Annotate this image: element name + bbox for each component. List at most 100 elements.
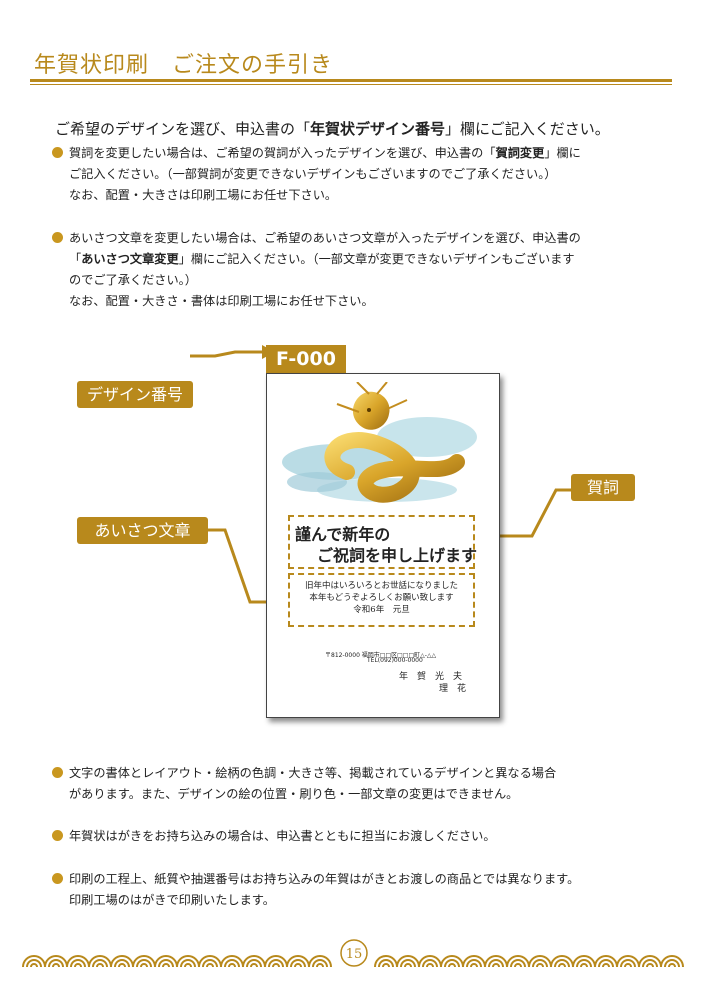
para2-line2c: 」欄にご記入ください。（一部文章が変更できないデザインもございます bbox=[178, 252, 575, 266]
greeting-arrow bbox=[205, 528, 275, 604]
note1-line2: があります。また、デザインの絵の位置・刷り色・一部文章の変更はできません。 bbox=[69, 787, 519, 801]
gashi-instructions: 賀詞を変更したい場合は、ご希望の賀詞が入ったデザインを選び、申込書の「賀詞変更」… bbox=[52, 143, 672, 206]
wave-arc bbox=[74, 963, 82, 968]
wave-arc bbox=[602, 963, 610, 968]
wave-arc bbox=[48, 959, 64, 968]
page-number-badge bbox=[340, 939, 368, 967]
greeting-instructions: あいさつ文章を変更したい場合は、ご希望のあいさつ文章が入ったデザインを選び、申込… bbox=[52, 228, 672, 312]
wave-arc bbox=[462, 955, 486, 968]
page-title: 年賀状印刷 ご注文の手引き bbox=[34, 53, 334, 78]
wave-arc bbox=[198, 955, 222, 968]
wave-arc bbox=[378, 959, 394, 968]
design-number-arrow bbox=[190, 350, 262, 358]
wave-arc bbox=[118, 963, 126, 968]
wave-arc bbox=[620, 959, 636, 968]
wave-arc bbox=[184, 963, 192, 968]
greeting-label: あいさつ文章 bbox=[77, 517, 208, 544]
wave-arc bbox=[26, 959, 42, 968]
wave-arc bbox=[312, 959, 328, 968]
greeting-line1: 旧年中はいろいろとお世話になりました bbox=[304, 581, 458, 591]
wave-arc bbox=[514, 963, 522, 968]
wave-arc bbox=[594, 955, 618, 968]
para2-line2a: 「 bbox=[69, 252, 82, 266]
wave-arc bbox=[404, 963, 412, 968]
wave-arc bbox=[242, 955, 266, 968]
wave-arc bbox=[510, 959, 526, 968]
gashi-arrow bbox=[490, 488, 574, 538]
intro-text: ご希望のデザインを選び、申込書の「年賀状デザイン番号」欄にご記入ください。 bbox=[55, 118, 610, 139]
wave-arc bbox=[646, 963, 654, 968]
para2-line1: あいさつ文章を変更したい場合は、ご希望のあいさつ文章が入ったデザインを選び、申込… bbox=[69, 231, 581, 245]
wave-arc bbox=[268, 959, 284, 968]
wave-arc bbox=[660, 955, 684, 968]
note3-line1: 印刷の工程上、紙質や抽選番号はお持ち込みの年賀はがきとお渡しの商品とでは異なりま… bbox=[69, 872, 580, 886]
page-number: 15 bbox=[346, 947, 363, 962]
wave-arc bbox=[638, 955, 662, 968]
note1-line1: 文字の書体とレイアウト・絵柄の色調・大きさ等、掲載されているデザインと異なる場合 bbox=[69, 766, 557, 780]
gashi-box: 謹んで新年の ご祝詞を申し上げます bbox=[288, 515, 478, 569]
intro-after: 」欄にご記入ください。 bbox=[445, 120, 610, 138]
wave-arc bbox=[536, 963, 544, 968]
para2-line2b: あいさつ文章変更 bbox=[81, 252, 179, 266]
bullet-icon bbox=[52, 767, 63, 778]
sender-tel: TEL(092)000-0000 bbox=[367, 657, 423, 664]
wave-arc bbox=[22, 955, 46, 968]
note3-line2: 印刷工場のはがきで印刷いたします。 bbox=[69, 893, 275, 907]
gashi-line1: 謹んで新年の bbox=[295, 525, 391, 544]
wave-arc bbox=[202, 959, 218, 968]
wave-arc bbox=[220, 955, 244, 968]
wave-arc bbox=[550, 955, 574, 968]
para1-line1a: 賀詞を変更したい場合は、ご希望の賀詞が入ったデザインを選び、申込書の「 bbox=[69, 146, 496, 160]
wave-arc bbox=[250, 963, 258, 968]
wave-arc bbox=[484, 955, 508, 968]
wave-arc bbox=[580, 963, 588, 968]
wave-arc bbox=[44, 955, 68, 968]
para1-line1c: 」欄に bbox=[544, 146, 581, 160]
wave-arc bbox=[558, 963, 566, 968]
wave-arc bbox=[642, 959, 658, 968]
wave-arc bbox=[162, 963, 170, 968]
wave-arc bbox=[506, 955, 530, 968]
note2-line1: 年賀状はがきをお持ち込みの場合は、申込書とともに担当にお渡しください。 bbox=[69, 829, 496, 843]
design-code-tag: F-000 bbox=[266, 345, 346, 373]
para1-line1b: 賀詞変更 bbox=[495, 146, 545, 160]
wave-arc bbox=[308, 955, 332, 968]
wave-arc bbox=[66, 955, 90, 968]
para2-line4: なお、配置・大きさ・書体は印刷工場にお任せ下さい。 bbox=[69, 294, 374, 308]
wave-arc bbox=[96, 963, 104, 968]
wave-arc bbox=[132, 955, 156, 968]
greeting-box: 旧年中はいろいろとお世話になりました 本年もどうぞよろしくお願い致します 令和6… bbox=[288, 573, 475, 627]
wave-arc bbox=[668, 963, 676, 968]
wave-arc bbox=[396, 955, 420, 968]
dragon-illustration bbox=[282, 382, 477, 503]
wave-arc bbox=[624, 963, 632, 968]
gashi-line2: ご祝詞を申し上げます bbox=[317, 546, 478, 565]
wave-arc bbox=[180, 959, 196, 968]
note-bring-postcards: 年賀状はがきをお持ち込みの場合は、申込書とともに担当にお渡しください。 bbox=[52, 826, 672, 847]
wave-arc bbox=[88, 955, 112, 968]
wave-arc bbox=[52, 963, 60, 968]
wave-arc bbox=[448, 963, 456, 968]
wave-arc bbox=[290, 959, 306, 968]
wave-arc bbox=[294, 963, 302, 968]
title-rule-thin bbox=[30, 84, 672, 85]
wave-arc bbox=[440, 955, 464, 968]
wave-arc bbox=[272, 963, 280, 968]
wave-arc bbox=[30, 963, 38, 968]
note-paper-quality: 印刷の工程上、紙質や抽選番号はお持ち込みの年賀はがきとお渡しの商品とでは異なりま… bbox=[52, 869, 672, 911]
bullet-icon bbox=[52, 147, 63, 158]
bullet-icon bbox=[52, 232, 63, 243]
wave-arc bbox=[598, 959, 614, 968]
note-design-difference: 文字の書体とレイアウト・絵柄の色調・大きさ等、掲載されているデザインと異なる場合… bbox=[52, 763, 672, 805]
para1-line2: ご記入ください。（一部賀詞が変更できないデザインもございますのでご了承ください。… bbox=[69, 167, 557, 181]
postcard-sample: 謹んで新年の ご祝詞を申し上げます 旧年中はいろいろとお世話になりました 本年も… bbox=[266, 373, 500, 718]
wave-arc bbox=[492, 963, 500, 968]
wave-arc bbox=[70, 959, 86, 968]
title-rule bbox=[30, 79, 672, 82]
wave-arc bbox=[374, 955, 398, 968]
greeting-line2: 本年もどうぞよろしくお願い致します bbox=[309, 593, 454, 603]
para2-line3: のでご了承ください。） bbox=[69, 273, 197, 287]
wave-arc bbox=[154, 955, 178, 968]
sender-name2: 理 花 bbox=[439, 684, 467, 694]
wave-arc bbox=[286, 955, 310, 968]
